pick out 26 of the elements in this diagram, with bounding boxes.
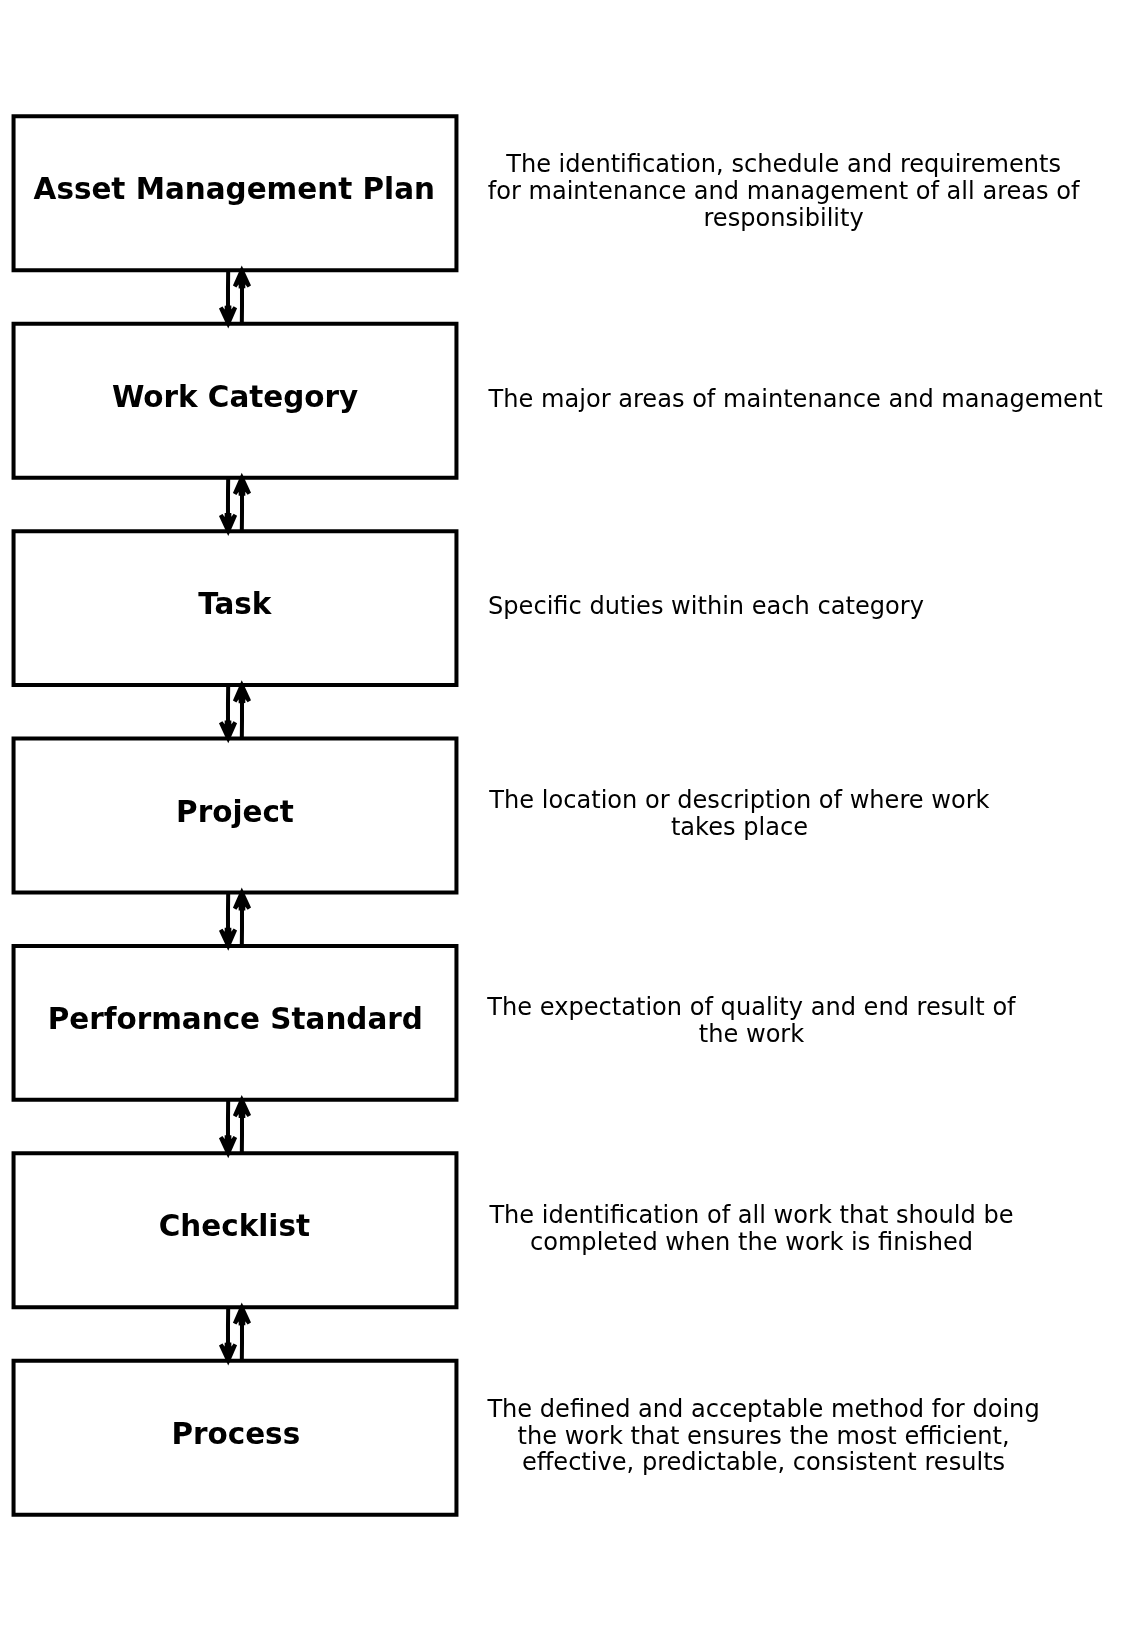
arrow (232, 683, 252, 739)
node-box: Process (11, 1358, 459, 1517)
node-box: Performance Standard (11, 943, 459, 1102)
arrow (218, 270, 238, 326)
arrow (232, 268, 252, 324)
node-box: Task (11, 529, 459, 688)
arrow (232, 890, 252, 946)
node-label: The identification, schedule and requirements for maintenance and management of all areas of responsibility (487, 150, 1080, 232)
node-label: The major areas of maintenance and management (488, 384, 1103, 413)
arrow (218, 1099, 238, 1156)
arrow (218, 1307, 238, 1363)
arrow (218, 685, 238, 741)
node-box: Checklist (11, 1151, 459, 1310)
arrow (218, 892, 238, 948)
node-label: The defined and acceptable method for doing the work that ensures the most efficient, effective, predictable, consistent results (487, 1394, 1040, 1477)
node-label: The identification of all work that should be completed when the work is finished (489, 1200, 1014, 1256)
node-box: Project (11, 736, 459, 895)
arrow (232, 1305, 252, 1361)
node-box: Asset Management Plan (11, 114, 459, 273)
arrow (232, 475, 252, 532)
node-label: The expectation of quality and end result of the work (487, 993, 1016, 1049)
node-label: Specific duties within each category (488, 591, 924, 620)
arrow (218, 477, 238, 534)
arrow (232, 1097, 252, 1154)
node-box: Work Category (11, 321, 459, 480)
node-label: The location or description of where work takes place (489, 786, 990, 841)
